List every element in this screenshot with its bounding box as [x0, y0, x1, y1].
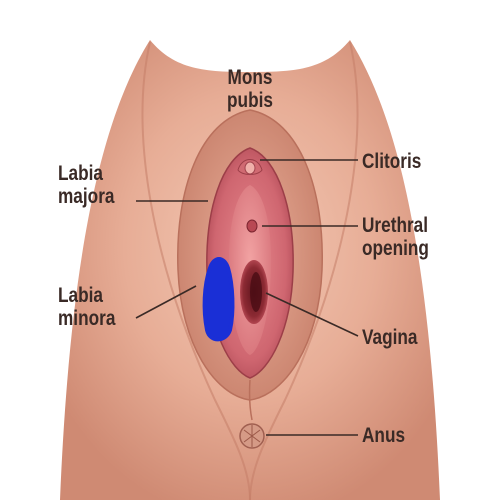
left-thigh-crease — [141, 41, 251, 500]
label-vagina-line1: Vagina — [362, 326, 418, 349]
label-clitoris-line1: Clitoris — [362, 150, 422, 173]
label-urethral-opening-line2: opening — [362, 237, 429, 260]
label-anus: Anus — [362, 424, 405, 447]
label-labia-minora-line2: minora — [58, 307, 116, 330]
label-mons-pubis-line1: Mons — [227, 66, 273, 89]
urethral-opening-shape — [246, 219, 258, 233]
leader-labia-minora — [135, 285, 197, 319]
label-clitoris: Clitoris — [362, 150, 421, 173]
label-vagina: Vagina — [362, 326, 418, 349]
label-labia-majora-line1: Labia — [58, 162, 103, 185]
label-urethral-opening-line1: Urethral — [362, 214, 429, 237]
label-urethral-opening: Urethral opening — [362, 214, 429, 260]
label-labia-minora: Labia minora — [58, 284, 115, 330]
leader-lines — [135, 159, 359, 436]
label-labia-majora-line2: majora — [58, 185, 115, 208]
right-thigh-crease — [249, 41, 359, 500]
blue-highlight-marker — [202, 257, 235, 342]
label-anus-line1: Anus — [362, 424, 406, 447]
perineum-line — [248, 379, 253, 421]
leader-vagina — [265, 292, 359, 337]
label-mons-pubis: Mons pubis — [213, 66, 287, 112]
label-labia-minora-line1: Labia — [58, 284, 103, 307]
label-mons-pubis-line2: pubis — [227, 89, 273, 112]
anus-folds — [243, 425, 261, 447]
vaginal-inner — [250, 272, 262, 312]
label-labia-majora: Labia majora — [58, 162, 114, 208]
clitoris-shape — [244, 161, 256, 175]
